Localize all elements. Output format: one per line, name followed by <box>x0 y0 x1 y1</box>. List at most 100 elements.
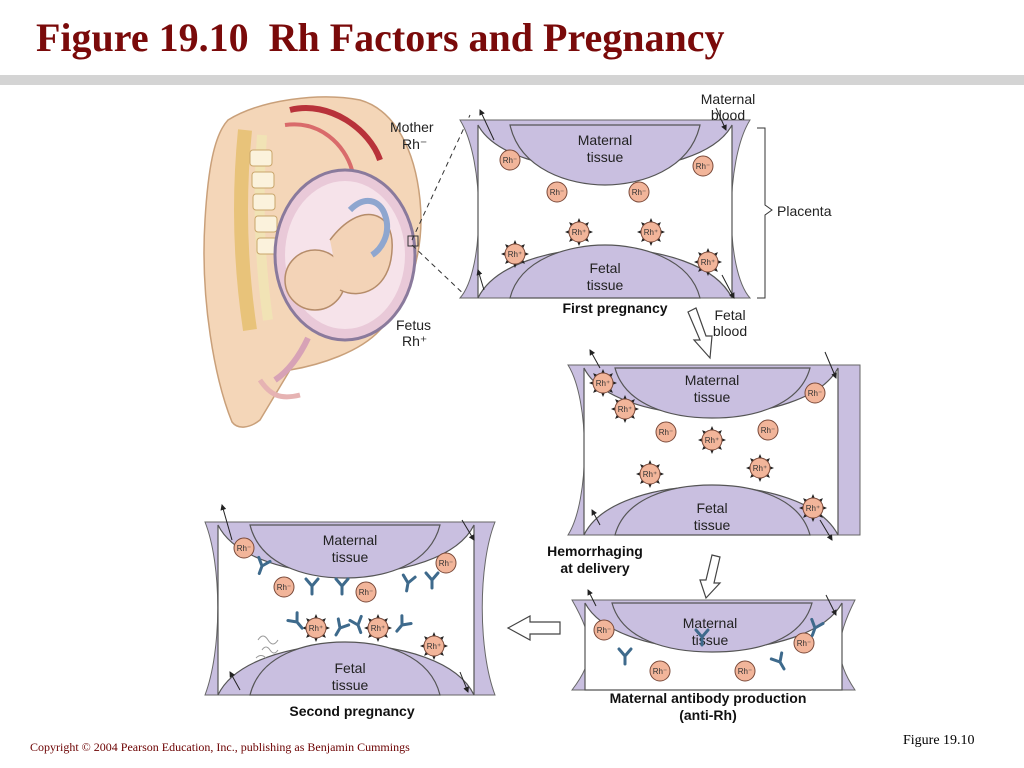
caption-second-pregnancy: Second pregnancy <box>289 703 414 719</box>
antibody-icon <box>424 571 440 590</box>
p4-maternal-tissue-2: tissue <box>332 549 369 565</box>
rh-negative-cell: Rh⁻ <box>628 181 650 203</box>
antibody-icon <box>334 617 351 637</box>
p4-fetal-tissue-1: Fetal <box>334 660 365 676</box>
cell-label: Rh⁺ <box>705 436 719 445</box>
copyright: Copyright © 2004 Pearson Education, Inc.… <box>30 740 410 754</box>
rh-negative-cell: Rh⁻ <box>233 537 255 559</box>
p2-fetal-tissue-2: tissue <box>694 517 731 533</box>
slide-title: Figure 19.10 Rh Factors and Pregnancy <box>36 15 725 60</box>
cell-label: Rh⁺ <box>701 258 715 267</box>
cell-label: Rh⁻ <box>439 559 453 568</box>
rh-negative-cell: Rh⁻ <box>435 552 457 574</box>
rh-negative-cell: Rh⁻ <box>593 619 615 641</box>
rh-positive-cell: Rh⁺ <box>420 632 448 660</box>
rh-positive-cell: Rh⁺ <box>746 454 774 482</box>
placenta-bracket <box>757 127 773 299</box>
antibody-icon <box>348 614 363 635</box>
fetus-label: Fetus <box>396 317 431 333</box>
cell-label: Rh⁻ <box>359 588 373 597</box>
cell-label: Rh⁻ <box>797 639 811 648</box>
rh-negative-cell: Rh⁻ <box>692 155 714 177</box>
p3-maternal-tissue-1: Maternal <box>683 615 737 631</box>
cell-label: Rh⁺ <box>371 624 385 633</box>
rh-positive-cell: Rh⁺ <box>565 218 593 246</box>
rh-positive-cell: Rh⁺ <box>694 248 722 276</box>
rh-negative-cell: Rh⁻ <box>273 576 295 598</box>
fetal-blood-label-1: Fetal <box>714 307 745 323</box>
cell-label: Rh⁻ <box>277 583 291 592</box>
fetal-blood-label-2: blood <box>713 323 747 339</box>
rh-positive-cell: Rh⁺ <box>698 426 726 454</box>
maternal-blood-label-1: Maternal <box>701 91 755 107</box>
antibody-icon <box>257 555 272 576</box>
cell-label: Rh⁺ <box>618 405 632 414</box>
caption-hemorrhaging-2: at delivery <box>560 560 629 576</box>
rh-negative-cell: Rh⁻ <box>793 632 815 654</box>
rh-positive-cell: Rh⁺ <box>302 614 330 642</box>
cell-label: Rh⁻ <box>550 188 564 197</box>
rh-negative-cell: Rh⁻ <box>655 421 677 443</box>
cell-label: Rh⁺ <box>508 250 522 259</box>
rh-positive-cell: Rh⁺ <box>636 460 664 488</box>
p1-maternal-tissue-2: tissue <box>587 149 624 165</box>
cell-label: Rh⁻ <box>696 162 710 171</box>
rh-negative-cell: Rh⁻ <box>757 419 779 441</box>
p4-fetal-tissue-2: tissue <box>332 677 369 693</box>
antibody-icon <box>286 611 304 630</box>
rh-positive-cell: Rh⁺ <box>501 240 529 268</box>
cell-label: Rh⁻ <box>632 188 646 197</box>
mother-fetus-illustration <box>203 96 422 428</box>
blood-cells: Rh⁻Rh⁻Rh⁻Rh⁻Rh⁺Rh⁺Rh⁺Rh⁺Rh⁺Rh⁺Rh⁻Rh⁻Rh⁺R… <box>233 149 827 682</box>
antibody-icon <box>395 614 413 633</box>
panel-first-pregnancy <box>458 119 752 299</box>
cell-label: Rh⁻ <box>503 156 517 165</box>
cell-label: Rh⁻ <box>597 626 611 635</box>
cell-label: Rh⁻ <box>237 544 251 553</box>
p1-fetal-tissue-2: tissue <box>587 277 624 293</box>
cell-label: Rh⁺ <box>644 228 658 237</box>
cell-label: Rh⁻ <box>808 389 822 398</box>
antibody-icon <box>334 577 350 596</box>
p4-maternal-tissue-1: Maternal <box>323 532 377 548</box>
cell-label: Rh⁺ <box>806 504 820 513</box>
caption-antibody-2: (anti-Rh) <box>679 707 737 723</box>
caption-antibody-1: Maternal antibody production <box>610 690 807 706</box>
caption-hemorrhaging-1: Hemorrhaging <box>547 543 643 559</box>
fetus-rh-label: Rh⁺ <box>402 333 427 349</box>
rh-negative-cell: Rh⁻ <box>734 660 756 682</box>
rh-negative-cell: Rh⁻ <box>804 382 826 404</box>
cell-label: Rh⁻ <box>761 426 775 435</box>
p2-maternal-tissue-1: Maternal <box>685 372 739 388</box>
antibody-icon <box>304 577 320 596</box>
p2-fetal-tissue-1: Fetal <box>696 500 727 516</box>
antibody-icon <box>694 628 710 647</box>
rh-positive-cell: Rh⁺ <box>637 218 665 246</box>
maternal-blood-label-2: blood <box>711 107 745 123</box>
mother-label: Mother <box>390 119 434 135</box>
callout-lines <box>407 114 471 301</box>
flow-arrow-3 <box>506 614 561 642</box>
flow-arrow-2 <box>699 554 722 600</box>
rh-positive-cell: Rh⁺ <box>799 494 827 522</box>
p1-maternal-tissue-1: Maternal <box>578 132 632 148</box>
placenta-label: Placenta <box>777 203 832 219</box>
rh-negative-cell: Rh⁻ <box>499 149 521 171</box>
cell-label: Rh⁻ <box>659 428 673 437</box>
antibody-icon <box>810 617 825 638</box>
cell-label: Rh⁻ <box>653 667 667 676</box>
cell-label: Rh⁺ <box>572 228 586 237</box>
cell-label: Rh⁻ <box>738 667 752 676</box>
rh-positive-cell: Rh⁺ <box>589 369 617 397</box>
cell-label: Rh⁺ <box>643 470 657 479</box>
antibody-icon <box>401 573 417 593</box>
title-divider <box>0 75 1024 85</box>
p3-maternal-tissue-2: tissue <box>692 632 729 648</box>
lysed-cells <box>255 635 279 659</box>
p2-maternal-tissue-2: tissue <box>694 389 731 405</box>
cell-label: Rh⁺ <box>427 642 441 651</box>
rh-negative-cell: Rh⁻ <box>355 581 377 603</box>
figure-ref: Figure 19.10 <box>903 733 975 748</box>
cell-label: Rh⁺ <box>753 464 767 473</box>
panel-second-pregnancy <box>204 521 496 696</box>
